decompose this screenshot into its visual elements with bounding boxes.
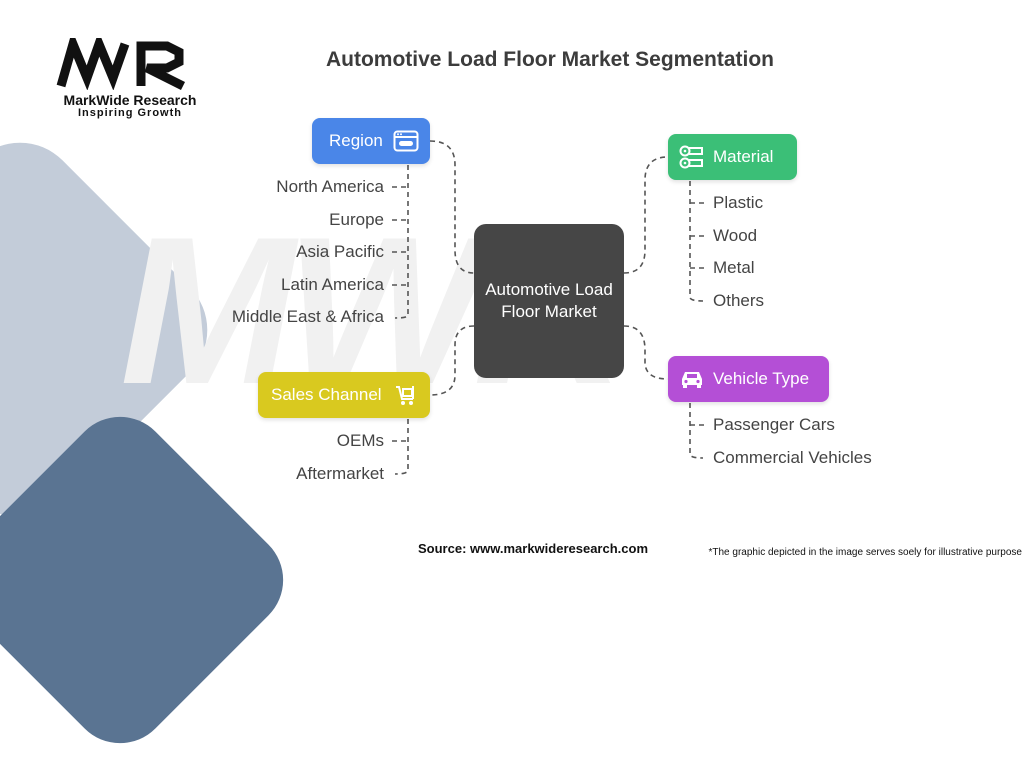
category-sales-channel: Sales Channel (258, 372, 430, 418)
material-item: Wood (713, 226, 758, 245)
vehicle-type-item: Passenger Cars (713, 415, 835, 434)
shopping-cart-icon (394, 383, 418, 407)
material-rolls-icon (679, 145, 705, 169)
car-icon (679, 368, 705, 390)
category-material: Material (668, 134, 797, 180)
vehicle-type-item: Commercial Vehicles (713, 448, 872, 467)
spine-sales (394, 419, 409, 475)
category-region-label: Region (329, 131, 383, 150)
region-item: North America (276, 177, 384, 196)
region-item: Latin America (281, 275, 384, 294)
logo-name: MarkWide Research (63, 92, 197, 108)
region-item: Asia Pacific (296, 242, 384, 261)
category-vehicle-type: Vehicle Type (668, 356, 829, 402)
sales-channel-item: Aftermarket (296, 464, 384, 483)
connector-lines (392, 140, 706, 475)
browser-window-icon (393, 130, 419, 152)
spine-region (394, 165, 409, 319)
connector-sales (429, 325, 475, 396)
source-credit: Source: www.markwideresearch.com (418, 541, 649, 556)
category-region: Region (312, 118, 430, 164)
connector-region (429, 140, 475, 274)
material-item: Others (713, 291, 765, 310)
logo-tagline: Inspiring Growth (78, 107, 182, 119)
region-item: Middle East & Africa (231, 307, 384, 326)
category-sales-channel-label: Sales Channel (271, 385, 382, 404)
region-item: Europe (329, 210, 384, 229)
brand-logo: MarkWide Research Inspiring Growth (50, 38, 210, 119)
logo-mark-icon (56, 38, 186, 90)
sales-channel-item: OEMs (336, 431, 384, 450)
material-item: Plastic (713, 193, 764, 212)
center-node: Automotive Load Floor Market (474, 224, 624, 378)
connector-material (623, 156, 669, 274)
disclaimer-note: *The graphic depicted in the image serve… (708, 547, 1023, 558)
connector-vehicle (623, 325, 669, 380)
category-material-label: Material (713, 147, 774, 166)
spine-vehicle (689, 403, 704, 459)
page-title: Automotive Load Floor Market Segmentatio… (325, 48, 775, 71)
spine-material (689, 181, 704, 302)
center-label: Automotive Load Floor Market (485, 280, 613, 321)
category-vehicle-type-label: Vehicle Type (713, 369, 810, 388)
material-item: Metal (713, 258, 755, 277)
